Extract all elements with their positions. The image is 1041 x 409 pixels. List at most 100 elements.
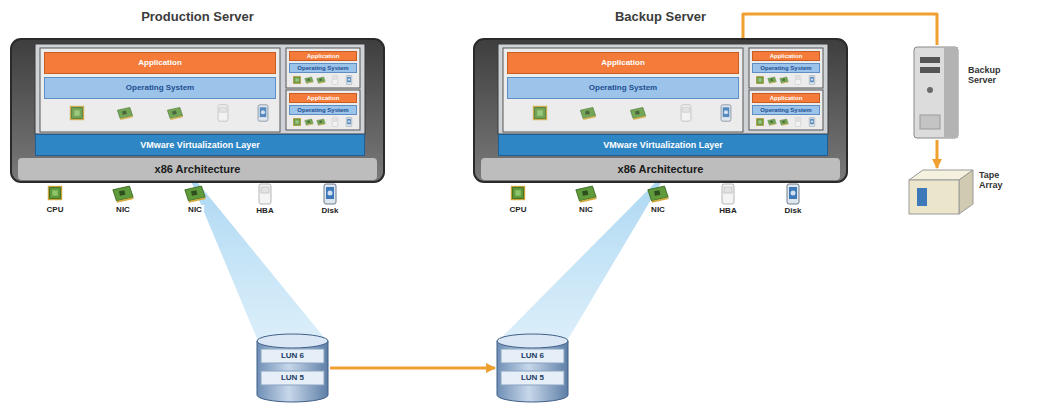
virtualization-layer: VMware Virtualization Layer <box>35 134 365 156</box>
vm-operating-system-bar: Operating System <box>289 63 357 73</box>
box-label: Operating System <box>126 84 194 92</box>
box-label: Operating System <box>760 65 811 71</box>
lun-cylinder <box>255 333 330 403</box>
hardware-mini-icon <box>630 107 646 119</box>
application-bar: Application <box>507 52 739 74</box>
vm-application-bar: Application <box>289 51 357 61</box>
disk-icon <box>787 184 799 204</box>
box-label: VMware Virtualization Layer <box>140 141 259 150</box>
vm-application-bar: Application <box>289 93 357 103</box>
hardware-label: NIC <box>577 205 595 214</box>
hardware-mini-icon <box>167 107 183 119</box>
backup-hardware <box>511 184 799 204</box>
application-bar: Application <box>44 52 276 74</box>
hardware-label: NIC <box>186 205 204 214</box>
storage-link-beam <box>192 183 327 341</box>
hardware-mini-icon <box>768 119 777 126</box>
box-label: VMware Virtualization Layer <box>603 141 722 150</box>
hardware-mini-icon <box>533 106 547 120</box>
tape-array-icon <box>905 168 975 216</box>
nic-icon <box>185 186 206 203</box>
disk-icon <box>324 184 336 204</box>
box-label: Application <box>770 53 803 59</box>
vm-operating-system-bar: Operating System <box>752 105 820 115</box>
hardware-mini-icon <box>305 119 314 126</box>
box-label: Operating System <box>297 65 348 71</box>
lun-cylinder <box>495 333 570 403</box>
hardware-label: Disk <box>783 206 804 215</box>
vm-application-bar: Application <box>752 93 820 103</box>
hardware-mini-icon <box>756 118 764 126</box>
hardware-mini-icon <box>756 76 764 84</box>
server-box: Backup Serverx86 ArchitectureApplication… <box>473 38 848 183</box>
cpu-icon <box>48 186 62 200</box>
box-label: Operating System <box>760 107 811 113</box>
backup-server-tower: Backup Server <box>912 45 1037 140</box>
box-label: Application <box>601 59 645 67</box>
tower-icon <box>912 45 962 140</box>
box-label: Backup Server <box>968 65 1010 86</box>
architecture-label: x86 Architecture <box>473 158 848 180</box>
hardware-mini-icon <box>293 118 301 126</box>
cpu-icon <box>511 186 525 200</box>
server-box: Production Serverx86 ArchitectureApplica… <box>10 38 385 183</box>
box-label: Application <box>770 95 803 101</box>
architecture-label: x86 Architecture <box>10 158 385 180</box>
hardware-mini-icon <box>258 105 268 121</box>
hardware-label: CPU <box>45 205 66 214</box>
hardware-mini-icon <box>780 119 789 126</box>
production-hardware <box>48 184 336 204</box>
backup-flow-arrow <box>936 140 939 168</box>
hardware-mini-icon <box>317 77 326 84</box>
hardware-mini-icon <box>70 106 84 120</box>
nic-icon <box>113 186 134 203</box>
lun-label: LUN 5 <box>495 371 570 385</box>
hardware-mini-icon <box>809 117 814 126</box>
lun-label: LUN 6 <box>495 349 570 363</box>
hardware-label: NIC <box>114 205 132 214</box>
storage-link-beam <box>498 183 661 341</box>
hardware-mini-icon <box>681 105 691 121</box>
hardware-label: HBA <box>717 206 738 215</box>
lun-label: LUN 5 <box>255 371 330 385</box>
hardware-label: Disk <box>320 206 341 215</box>
virtualization-layer: VMware Virtualization Layer <box>498 134 828 156</box>
hardware-mini-icon <box>218 105 228 121</box>
hba-icon <box>259 184 271 204</box>
vm-operating-system-bar: Operating System <box>289 105 357 115</box>
hardware-label: NIC <box>649 205 667 214</box>
box-label: Tape Array <box>979 170 1013 191</box>
hardware-mini-icon <box>317 119 326 126</box>
hba-icon <box>722 184 734 204</box>
hardware-mini-icon <box>795 75 800 84</box>
hardware-mini-icon <box>332 75 337 84</box>
hardware-mini-icon <box>809 75 814 84</box>
hardware-mini-icon <box>721 105 731 121</box>
hardware-mini-icon <box>305 77 314 84</box>
backup-flow-arrow <box>330 367 495 370</box>
nic-icon <box>648 186 669 203</box>
hardware-mini-icon <box>117 107 133 119</box>
hardware-mini-icon <box>580 107 596 119</box>
operating-system-bar: Operating System <box>507 77 739 99</box>
hardware-label: HBA <box>254 206 275 215</box>
tape-array: Tape Array <box>905 168 1035 216</box>
vm-application-bar: Application <box>752 51 820 61</box>
box-label: Operating System <box>297 107 348 113</box>
server-title: Production Server <box>10 9 385 24</box>
hardware-mini-icon <box>795 117 800 126</box>
hardware-mini-icon <box>780 77 789 84</box>
hardware-mini-icon <box>346 117 351 126</box>
nic-icon <box>576 186 597 203</box>
box-label: Application <box>138 59 182 67</box>
hardware-label: CPU <box>508 205 529 214</box>
operating-system-bar: Operating System <box>44 77 276 99</box>
hardware-mini-icon <box>346 75 351 84</box>
hardware-mini-icon <box>768 77 777 84</box>
lun-storage: LUN 6 LUN 5 <box>495 333 570 403</box>
vm-operating-system-bar: Operating System <box>752 63 820 73</box>
lun-label: LUN 6 <box>255 349 330 363</box>
box-label: Application <box>307 53 340 59</box>
lun-storage: LUN 6 LUN 5 <box>255 333 330 403</box>
